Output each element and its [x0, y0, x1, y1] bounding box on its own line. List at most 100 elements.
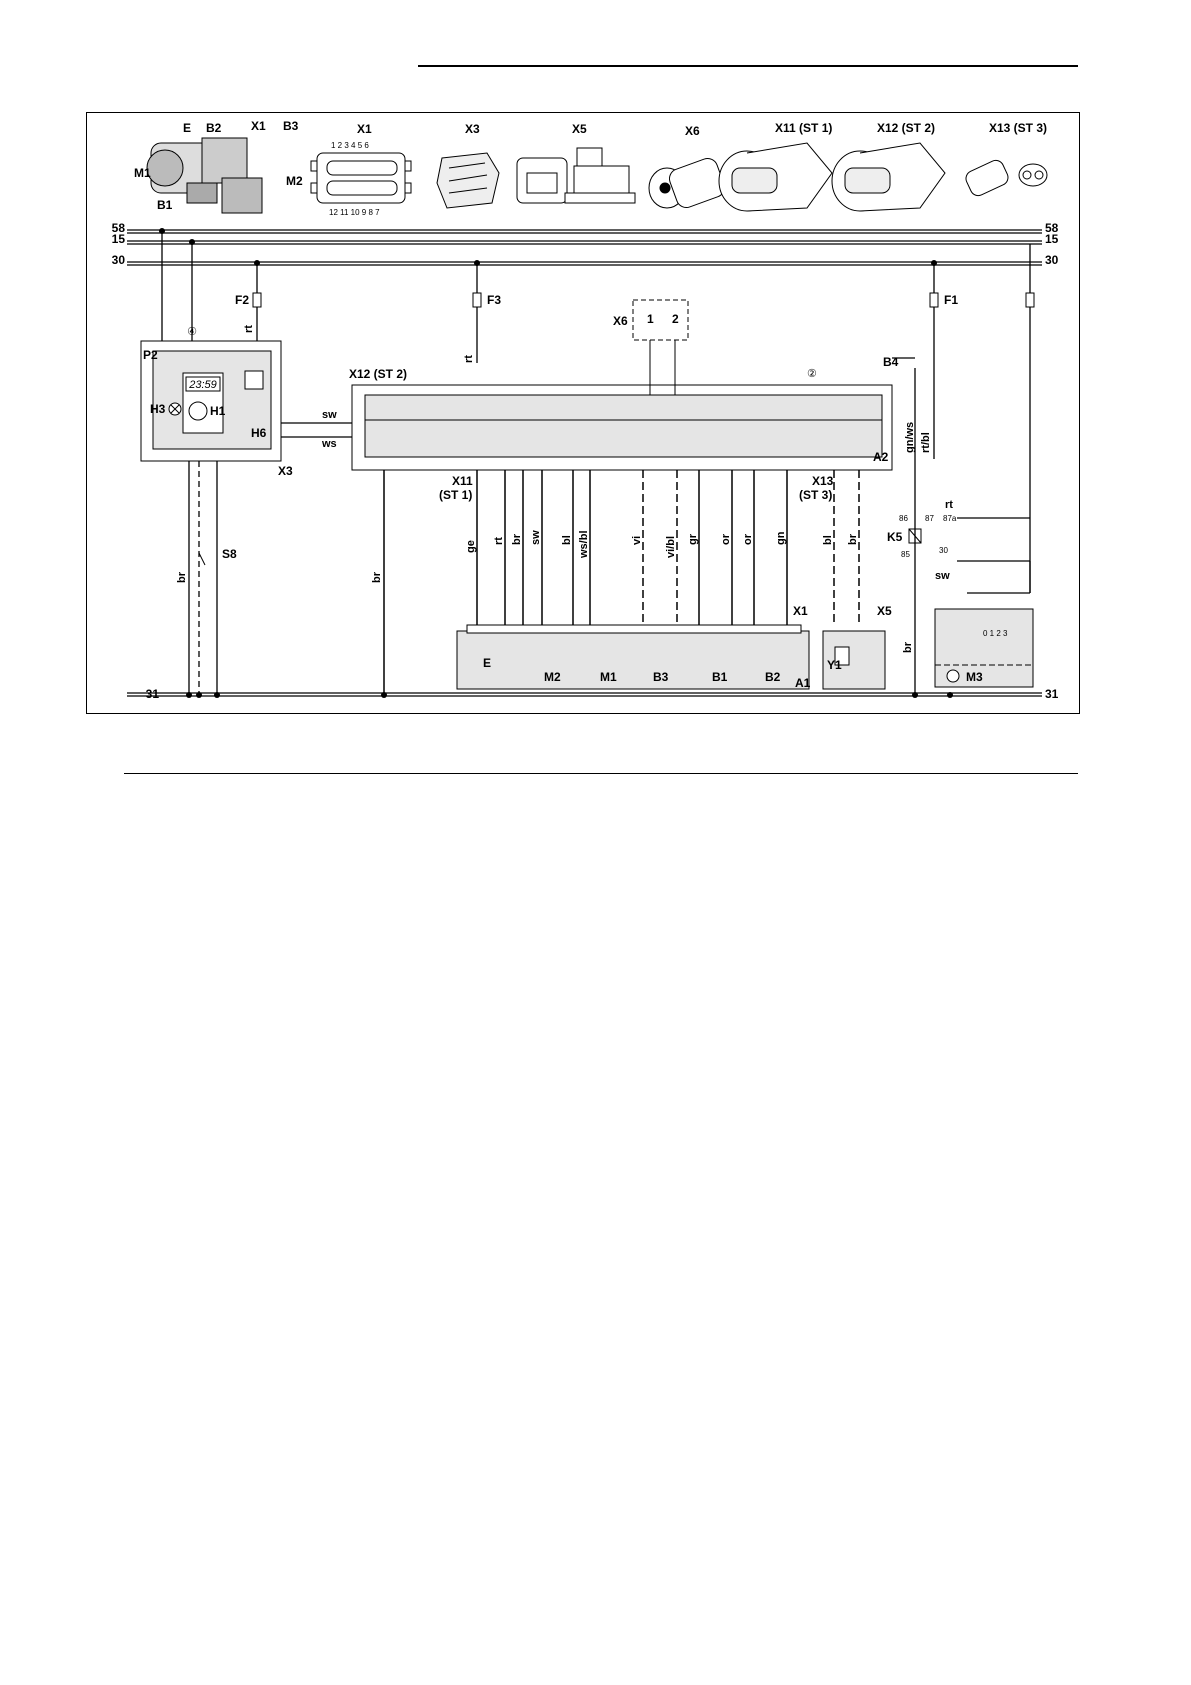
wire-label-vi: vi: [631, 536, 643, 545]
wire-label-ws-p2: ws: [321, 438, 337, 450]
wire-label-sw-heater: sw: [530, 530, 542, 545]
heater-b1-label: B1: [712, 670, 728, 684]
wire-label-rt-relay: rt: [945, 499, 953, 511]
conn-x1-pins-bottom: 12 11 10 9 8 7: [329, 208, 380, 217]
wire-label-ge: ge: [465, 540, 477, 553]
conn-x1-pins-top: 1 2 3 4 5 6: [331, 141, 369, 150]
relay-pin-87: 87: [925, 514, 934, 523]
relay-pin-85: 85: [901, 550, 910, 559]
conn-x1-drawing: [310, 152, 412, 204]
timer-label-h1: H1: [210, 404, 226, 418]
conn-x13-label: X13 (ST 3): [989, 121, 1047, 135]
fuse-f2: [252, 292, 262, 308]
wire-label-rt-heater: rt: [493, 537, 505, 545]
wire-label-rt-f3: rt: [463, 355, 475, 363]
relay-pin-86: 86: [899, 514, 908, 523]
bus-30-left: 30: [112, 253, 126, 267]
bus-31-right: 31: [1045, 687, 1059, 701]
wire-label-rt-bl: rt/bl: [920, 432, 932, 453]
wire-label-br-ground: br: [371, 571, 383, 583]
bus-30-right: 30: [1045, 253, 1059, 267]
fuse-f3-label: F3: [487, 293, 501, 307]
relay-pin-87a: 87a: [943, 514, 957, 523]
photo-label-b1: B1: [157, 198, 173, 212]
timer-label-x3: X3: [278, 464, 293, 478]
x6-pin-1: 1: [647, 312, 654, 326]
x6-pin-2: 2: [672, 312, 679, 326]
blower-m3-label: M3: [966, 670, 983, 684]
conn-x12-drawing: [831, 142, 946, 212]
switch-s8-label: S8: [222, 547, 237, 561]
blower-m3: [934, 608, 1034, 688]
wiring-diagram: E B2 X1 B3 M1 M2 B1 X1 1 2 3 4 5 6 12 11…: [86, 112, 1080, 714]
timer-label-h6: H6: [251, 426, 267, 440]
heater-a1: [456, 624, 810, 690]
fuse-f2-label: F2: [235, 293, 249, 307]
bus-58-left: 58: [112, 221, 126, 235]
wire-label-gn-ws: gn/ws: [904, 422, 916, 453]
timer-label-p2: P2: [143, 348, 158, 362]
conn-x12-label: X12 (ST 2): [877, 121, 935, 135]
x6-wires: [649, 340, 676, 395]
heater-x1-label: X1: [793, 604, 808, 618]
wire-label-sw-relay: sw: [935, 570, 950, 582]
valve-x5-label: X5: [877, 604, 892, 618]
heater-b2-label: B2: [765, 670, 781, 684]
page-header-rule: [418, 65, 1078, 67]
heater-photo: [146, 137, 263, 214]
wire-label-or-2: or: [742, 533, 754, 545]
wire-label-bl-heater: bl: [561, 535, 573, 545]
fuse-f3: [472, 292, 482, 308]
relay-pin-30: 30: [939, 546, 948, 555]
wire-label-gn: gn: [775, 531, 787, 545]
wire-label-vi-bl: vi/bl: [665, 536, 677, 558]
conn-x13-drawing: [965, 159, 1048, 197]
blower-positions: 0 1 2 3: [983, 629, 1008, 638]
wire-label-br-p2: br: [176, 571, 188, 583]
page-footer-rule: [124, 773, 1078, 774]
switch-s8: [198, 552, 206, 566]
wiring-diagram-svg: E B2 X1 B3 M1 M2 B1 X1 1 2 3 4 5 6 12 11…: [112, 119, 1059, 701]
timer-display: 23:59: [188, 379, 217, 391]
relay-wires: [892, 357, 1031, 695]
photo-label-b3: B3: [283, 119, 299, 133]
wire-label-bl-valve: bl: [822, 535, 834, 545]
bus-15-right: 15: [1045, 232, 1059, 246]
controller-label-x13: X13: [812, 474, 834, 488]
wire-label-sw-p2: sw: [322, 409, 337, 421]
bus-31-left: 31: [146, 687, 160, 701]
photo-label-m2: M2: [286, 174, 303, 188]
conn-x1-label: X1: [357, 122, 372, 136]
timer-label-h3: H3: [150, 402, 166, 416]
conn-x3-drawing: [436, 152, 500, 209]
bus-58-right: 58: [1045, 221, 1059, 235]
conn-x5-label: X5: [572, 122, 587, 136]
heater-a1-label: A1: [795, 676, 811, 690]
wire-label-br-relay: br: [902, 641, 914, 653]
harness-wires: [383, 470, 860, 695]
fuse-unlabeled: [1025, 292, 1035, 308]
p2-wires: [188, 422, 352, 695]
valve-y1-label: Y1: [827, 658, 842, 672]
wire-label-rt-p2: rt: [243, 325, 255, 333]
photo-label-m1: M1: [134, 166, 151, 180]
bus-15-left: 15: [112, 232, 126, 246]
wire-label-br-valve: br: [847, 533, 859, 545]
controller-label-x12: X12 (ST 2): [349, 367, 407, 381]
controller-label-a2: A2: [873, 450, 889, 464]
conn-x6-label: X6: [685, 124, 700, 138]
relay-k5-label: K5: [887, 530, 903, 544]
note-circle-2: ②: [807, 368, 817, 380]
photo-label-b2: B2: [206, 121, 222, 135]
fuse-f1-label: F1: [944, 293, 958, 307]
wire-label-br-heater: br: [511, 533, 523, 545]
controller-a2: [351, 384, 893, 471]
conn-x11-label: X11 (ST 1): [775, 121, 832, 135]
controller-label-st3: (ST 3): [799, 488, 832, 502]
conn-x3-label: X3: [465, 122, 480, 136]
bus-lines: [127, 229, 1042, 697]
timer-p2: [140, 340, 282, 462]
wire-label-gr: gr: [687, 533, 699, 545]
heater-e-label: E: [483, 656, 491, 670]
controller-label-x11: X11: [452, 474, 473, 488]
